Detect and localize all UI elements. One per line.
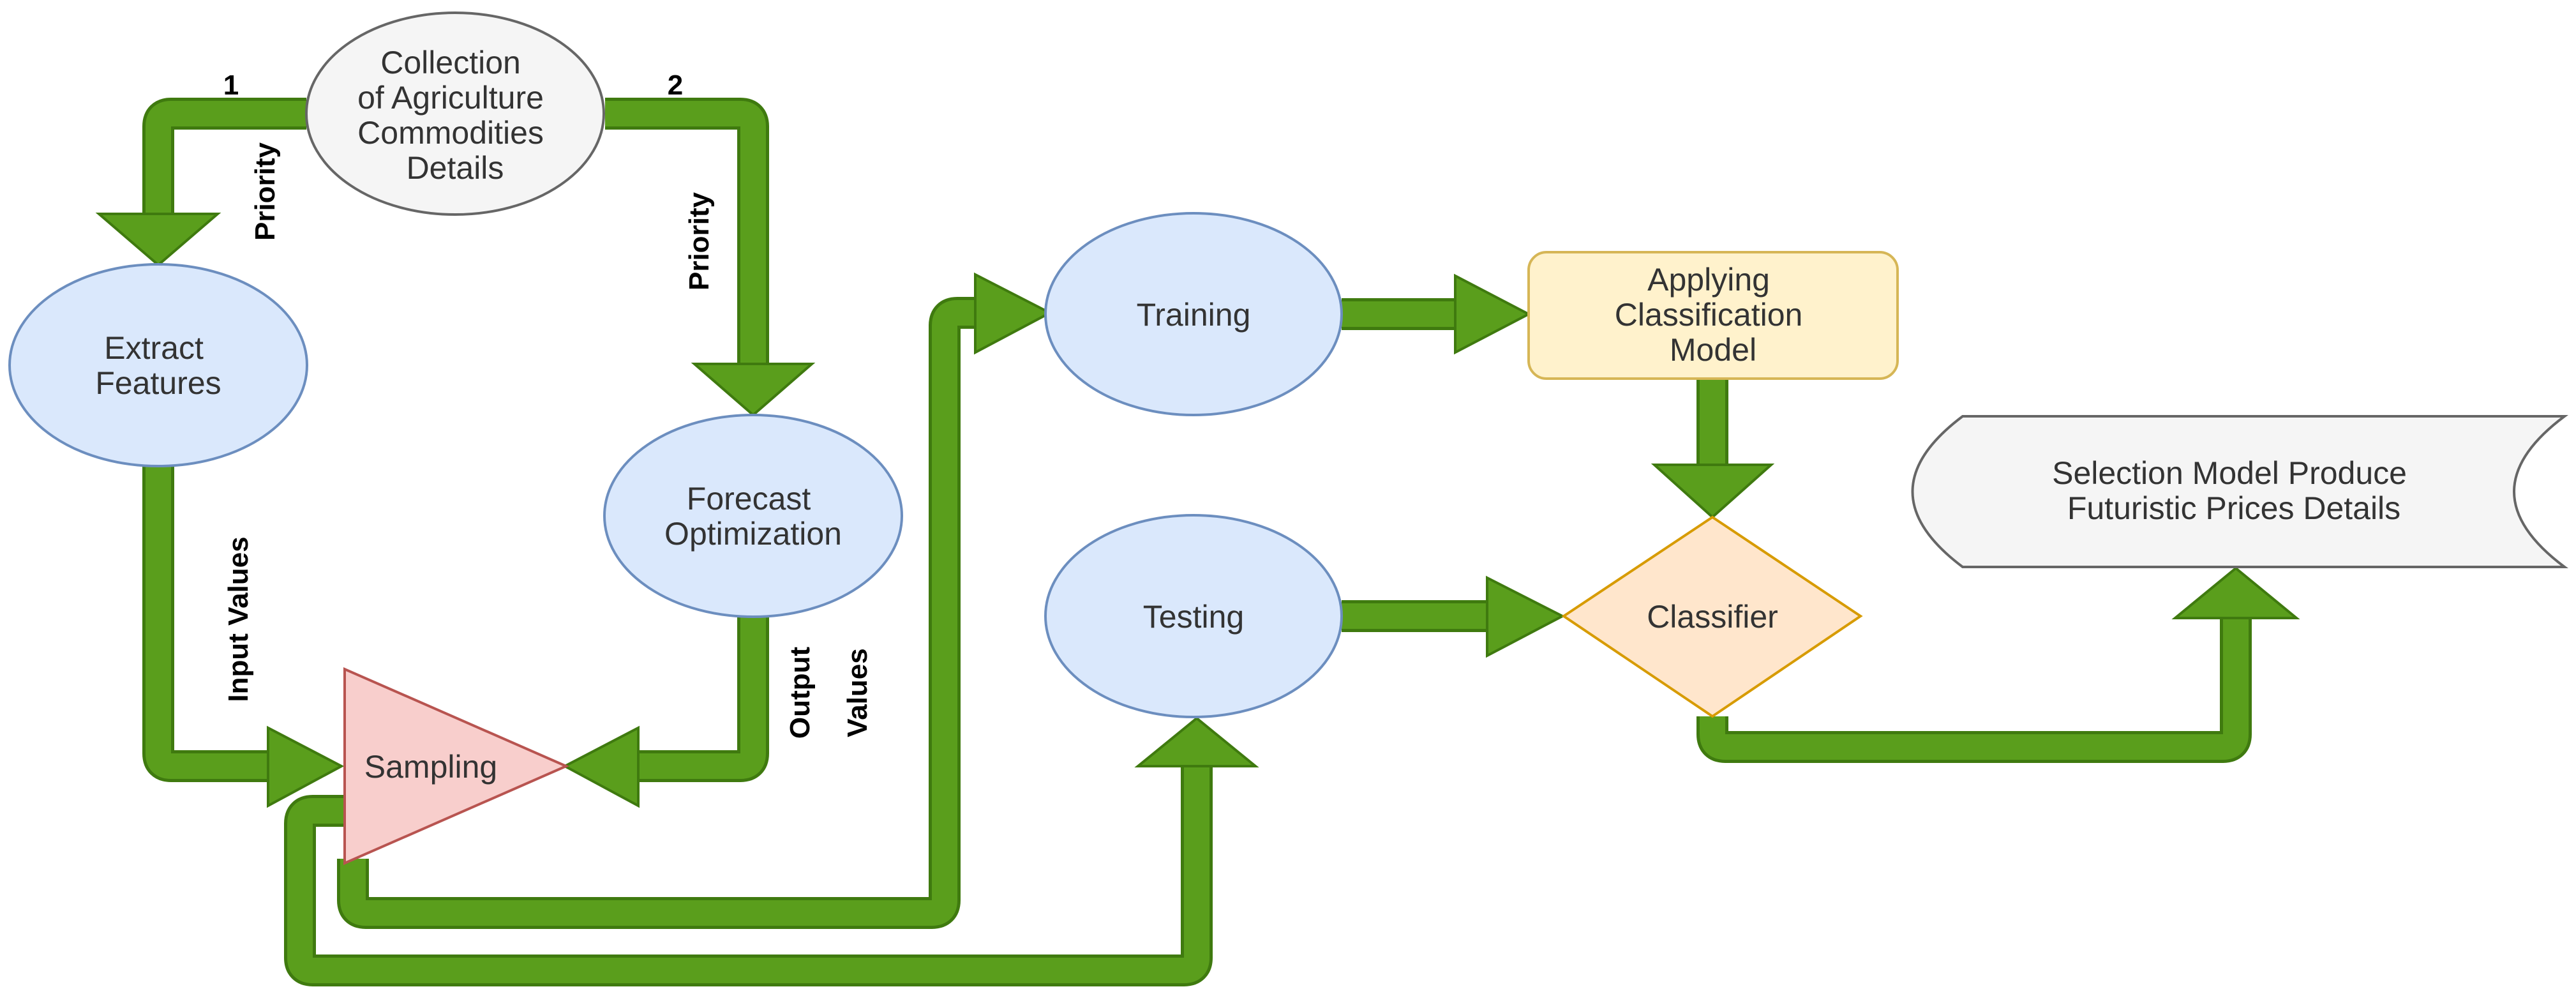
sampling-line-1: Sampling xyxy=(364,749,497,785)
model-line-2: Classification xyxy=(1615,297,1803,333)
node-classifier-label: Classifier xyxy=(1647,599,1778,635)
node-training-label: Training xyxy=(1137,297,1251,333)
node-sampling-label: Sampling xyxy=(364,749,497,785)
arrow-training-to-model xyxy=(1342,273,1532,355)
output-values-line-2: Values xyxy=(842,648,873,737)
priority-left-label: Priority xyxy=(250,142,281,241)
node-testing-label: Testing xyxy=(1143,599,1244,635)
training-line-1: Training xyxy=(1137,297,1251,333)
node-output-label: Selection Model Produce Futuristic Price… xyxy=(2052,455,2416,526)
node-forecast-optimization: Forecast Optimization xyxy=(603,414,903,618)
output-values-label: Output Values xyxy=(784,647,873,739)
collection-line-2: of Agriculture xyxy=(357,80,544,116)
output-values-line-1: Output xyxy=(784,647,816,739)
node-sampling: Sampling xyxy=(343,667,569,866)
priority-right-label: Priority xyxy=(684,192,715,290)
arrow-model-to-classifier xyxy=(1651,379,1775,519)
node-output: Selection Model Produce Futuristic Price… xyxy=(1911,415,2569,568)
arrow-sampling-to-training xyxy=(337,272,1053,929)
testing-line-1: Testing xyxy=(1143,599,1244,635)
arrow-collection-to-forecast xyxy=(605,98,816,417)
node-collection: Collection of Agriculture Commodities De… xyxy=(305,11,605,216)
nodes: Collection of Agriculture Commodities De… xyxy=(8,11,2569,866)
node-extract-label: Extract Features xyxy=(95,330,221,401)
collection-line-3: Commodities xyxy=(357,115,544,151)
node-classifier: Classifier xyxy=(1561,515,1863,718)
extract-line-2: Features xyxy=(95,365,221,401)
node-forecast-label: Forecast Optimization xyxy=(664,481,842,552)
node-model-label: Applying Classification Model xyxy=(1615,262,1811,368)
model-line-1: Applying xyxy=(1647,262,1770,298)
connectors xyxy=(95,98,2300,986)
input-values-label: Input Values xyxy=(223,536,254,702)
node-testing: Testing xyxy=(1044,514,1343,718)
arrow-forecast-to-sampling xyxy=(562,616,769,808)
forecast-line-2: Optimization xyxy=(664,516,842,552)
edge-number-1: 1 xyxy=(223,70,239,101)
arrow-extract-to-sampling xyxy=(142,466,345,808)
output-line-1: Selection Model Produce xyxy=(2052,455,2407,491)
forecast-line-1: Forecast xyxy=(687,481,811,517)
collection-line-4: Details xyxy=(407,150,504,186)
node-collection-label: Collection of Agriculture Commodities De… xyxy=(357,45,553,186)
output-line-2: Futuristic Prices Details xyxy=(2067,490,2400,526)
node-applying-model: Applying Classification Model xyxy=(1527,251,1899,380)
extract-line-1: Extract xyxy=(104,330,204,366)
arrow-collection-to-extract xyxy=(95,98,306,267)
classifier-line-1: Classifier xyxy=(1647,599,1778,635)
arrow-testing-to-classifier xyxy=(1342,575,1566,658)
arrow-classifier-to-output xyxy=(1696,566,2300,763)
arrow-sampling-to-testing xyxy=(284,716,1259,986)
model-line-3: Model xyxy=(1670,332,1756,368)
node-extract-features: Extract Features xyxy=(8,263,308,467)
node-training: Training xyxy=(1044,212,1343,416)
collection-line-1: Collection xyxy=(380,45,521,80)
edge-number-2: 2 xyxy=(668,70,683,101)
edge-labels: 1 2 Priority Priority Input Values Outpu… xyxy=(223,70,873,739)
